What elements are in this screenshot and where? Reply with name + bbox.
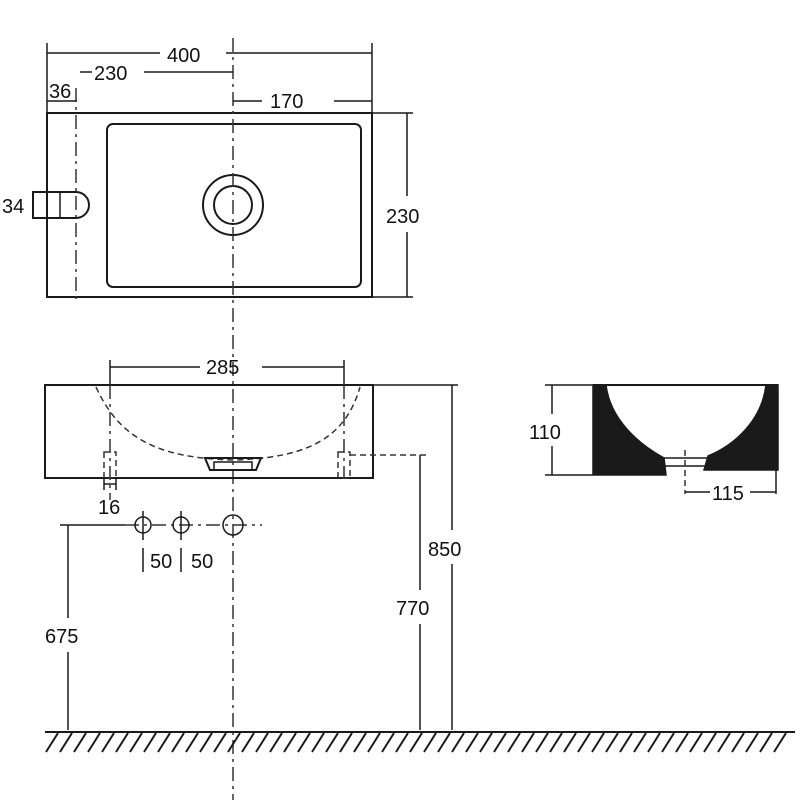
floor-hatch-mark [325, 732, 339, 753]
floor-hatch-mark [283, 732, 297, 753]
dim-fixing-16: 16 [98, 497, 120, 519]
floor-hatch-mark [647, 732, 661, 753]
floor-hatch-mark [143, 732, 157, 753]
floor-hatch-mark [661, 732, 675, 753]
floor-hatch-mark [73, 732, 87, 753]
top-view-bowl [106, 123, 362, 288]
top-view: 400 230 36 170 230 34 [2, 38, 419, 800]
floor-hatch-mark [759, 732, 773, 753]
floor-hatch-mark [185, 732, 199, 753]
floor-hatch-mark [241, 732, 255, 753]
floor-hatch-mark [521, 732, 535, 753]
top-view-outline [46, 112, 373, 298]
side-left-wall [592, 384, 667, 476]
floor-hatch-mark [591, 732, 605, 753]
floor-hatch-mark [703, 732, 717, 753]
dim-drain-offset-115: 115 [712, 483, 744, 505]
dim-width-400: 400 [167, 45, 200, 67]
floor-hatch-mark [465, 732, 479, 753]
dim-fixing-770: 770 [396, 598, 429, 620]
floor-hatch-mark [577, 732, 591, 753]
dim-spacing-50-left: 50 [150, 551, 172, 573]
floor-hatch-mark [255, 732, 269, 753]
supply-valves [134, 511, 244, 540]
floor-hatch-mark [367, 732, 381, 753]
floor-hatch-mark [619, 732, 633, 753]
floor-hatch [45, 731, 795, 753]
floor-hatch-mark [395, 732, 409, 753]
front-view: 285 16 50 50 675 770 [44, 357, 461, 730]
side-view: 110 115 [529, 384, 779, 505]
floor-hatch-mark [675, 732, 689, 753]
floor-hatch-mark [157, 732, 171, 753]
floor-hatch-mark [339, 732, 353, 753]
floor-hatch-mark [381, 732, 395, 753]
floor-hatch-mark [87, 732, 101, 753]
dim-supply-675: 675 [45, 626, 78, 648]
floor-hatch-mark [437, 732, 451, 753]
dim-tap-offset-36: 36 [49, 81, 71, 103]
dim-total-850: 850 [428, 539, 461, 561]
floor-hatch-mark [45, 732, 59, 753]
dim-bowl-width-285: 285 [206, 357, 239, 379]
floor-hatch-mark [59, 732, 73, 753]
dim-spacing-50-right: 50 [191, 551, 213, 573]
front-view-outline [44, 384, 374, 479]
dim-tap-height-34: 34 [2, 196, 24, 218]
floor-hatch-mark [535, 732, 549, 753]
floor-hatch-mark [311, 732, 325, 753]
drain-plug-icon [203, 457, 263, 471]
floor-hatch-mark [773, 732, 787, 753]
dim-side-height-110: 110 [529, 422, 561, 444]
floor-hatch-marks [45, 732, 787, 753]
floor-hatch-mark [213, 732, 227, 753]
dim-left-to-axis-230: 230 [94, 63, 127, 85]
floor-hatch-mark [269, 732, 283, 753]
floor-hatch-mark [101, 732, 115, 753]
floor-hatch-mark [115, 732, 129, 753]
floor-hatch-mark [633, 732, 647, 753]
floor-hatch-mark [549, 732, 563, 753]
floor-hatch-mark [129, 732, 143, 753]
floor-hatch-mark [689, 732, 703, 753]
tap-hole-icon [32, 191, 90, 219]
floor-hatch-mark [199, 732, 213, 753]
floor-hatch-mark [493, 732, 507, 753]
floor-hatch-mark [717, 732, 731, 753]
floor-hatch-mark [731, 732, 745, 753]
bowl-hidden-curve [95, 386, 361, 461]
floor-hatch-mark [479, 732, 493, 753]
floor-hatch-mark [745, 732, 759, 753]
floor-hatch-mark [297, 732, 311, 753]
dim-right-from-axis-170: 170 [270, 91, 303, 113]
floor-hatch-mark [353, 732, 367, 753]
floor-hatch-mark [171, 732, 185, 753]
drain-plug-body [213, 461, 253, 471]
floor-hatch-mark [409, 732, 423, 753]
floor-hatch-mark [227, 732, 241, 753]
valve-right-icon [222, 514, 244, 536]
floor-hatch-mark [423, 732, 437, 753]
floor-hatch-mark [507, 732, 521, 753]
floor-hatch-mark [451, 732, 465, 753]
dim-depth-230: 230 [386, 206, 419, 228]
floor-hatch-mark [605, 732, 619, 753]
floor-hatch-mark [563, 732, 577, 753]
